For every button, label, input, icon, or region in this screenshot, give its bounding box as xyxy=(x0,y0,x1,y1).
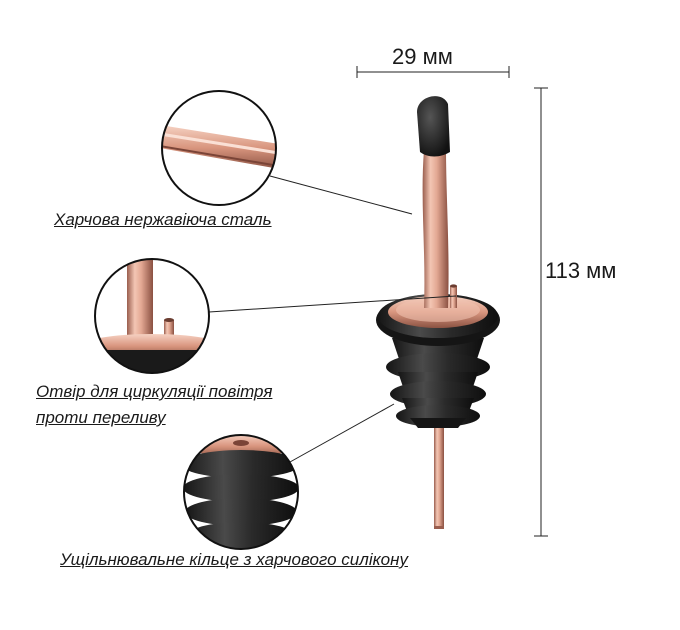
detail-circle-steel xyxy=(161,90,277,206)
detail-circle-silicone xyxy=(183,434,299,550)
top-disc xyxy=(376,294,500,346)
height-dimension-line xyxy=(534,87,548,537)
silicone-stopper xyxy=(386,338,490,428)
caption-air-hole-line1: Отвір для циркуляції повітря xyxy=(36,382,273,401)
leader-lines xyxy=(208,175,457,463)
width-dimension-line xyxy=(356,66,510,78)
caption-air-hole-line2: проти переливу xyxy=(36,408,166,427)
caption-silicone-ring: Ущільнювальне кільце з харчового силікон… xyxy=(60,550,408,569)
width-label: 29 мм xyxy=(392,44,453,69)
drip-tube xyxy=(434,420,444,529)
spout-tube xyxy=(422,148,457,308)
spout-cap xyxy=(417,96,450,157)
caption-stainless-steel: Харчова нержавіюча сталь xyxy=(54,210,272,229)
height-label: 113 мм xyxy=(545,258,617,283)
detail-circle-air-hole xyxy=(94,258,210,374)
